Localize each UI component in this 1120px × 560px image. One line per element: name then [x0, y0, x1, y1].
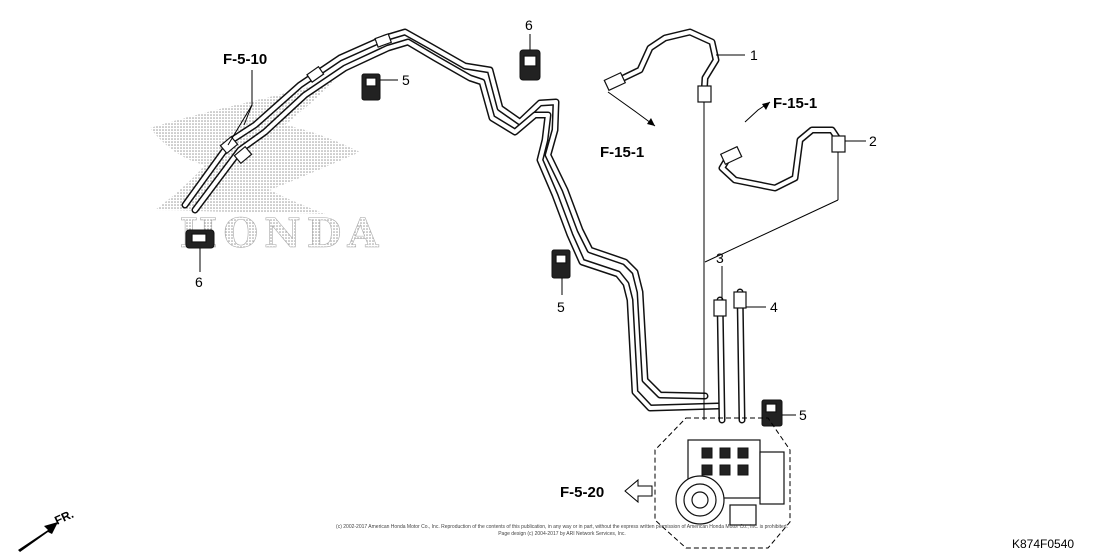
callout-1: 1 [750, 47, 758, 63]
copyright-text: (c) 2002-2017 American Honda Motor Co., … [336, 524, 788, 530]
grommet-6-lower [185, 229, 215, 249]
pipe-clamp-5-upper [361, 73, 381, 101]
front-direction-marker: FR. [18, 507, 76, 552]
ref-f-5-10: F-5-10 [223, 51, 267, 68]
callout-6-upper: 6 [525, 17, 533, 33]
pipe-fitting-left [219, 33, 393, 165]
callout-4: 4 [770, 299, 778, 315]
svg-text:HONDA: HONDA [180, 210, 385, 257]
ref-f-5-20: F-5-20 [560, 478, 653, 504]
callout-2: 2 [869, 133, 877, 149]
svg-text:F-5-20: F-5-20 [560, 484, 604, 501]
brake-pipe-rear [191, 38, 722, 412]
callout-5-upper: 5 [402, 72, 410, 88]
pipe-clamp-5-lower [761, 399, 783, 427]
grommet-6-upper [519, 49, 541, 81]
ref-f-15-1-left: F-15-1 [600, 144, 644, 161]
callout-5-mid: 5 [557, 299, 565, 315]
callout-5-lower: 5 [799, 407, 807, 423]
brake-pipe-front [181, 28, 709, 400]
svg-text:FR.: FR. [52, 507, 75, 528]
brake-pipe-4 [733, 288, 747, 424]
honda-wing-watermark [150, 80, 360, 214]
callout-6-lower: 6 [195, 274, 203, 290]
leader-lines [199, 34, 866, 416]
diagram-code: K874F0540 [1012, 537, 1074, 551]
callout-3: 3 [716, 250, 724, 266]
brake-pipe-1 [603, 28, 720, 420]
pipe-clamp-5-mid [551, 249, 571, 279]
brake-pipe-2 [704, 126, 846, 263]
brake-pipe-3 [713, 296, 727, 424]
honda-logo-text: HONDA [179, 210, 385, 258]
abs-modulator [654, 417, 791, 549]
copyright-text-2: Page design (c) 2004-2017 by ARI Network… [498, 531, 626, 537]
ref-f-15-1-right: F-15-1 [773, 95, 817, 112]
